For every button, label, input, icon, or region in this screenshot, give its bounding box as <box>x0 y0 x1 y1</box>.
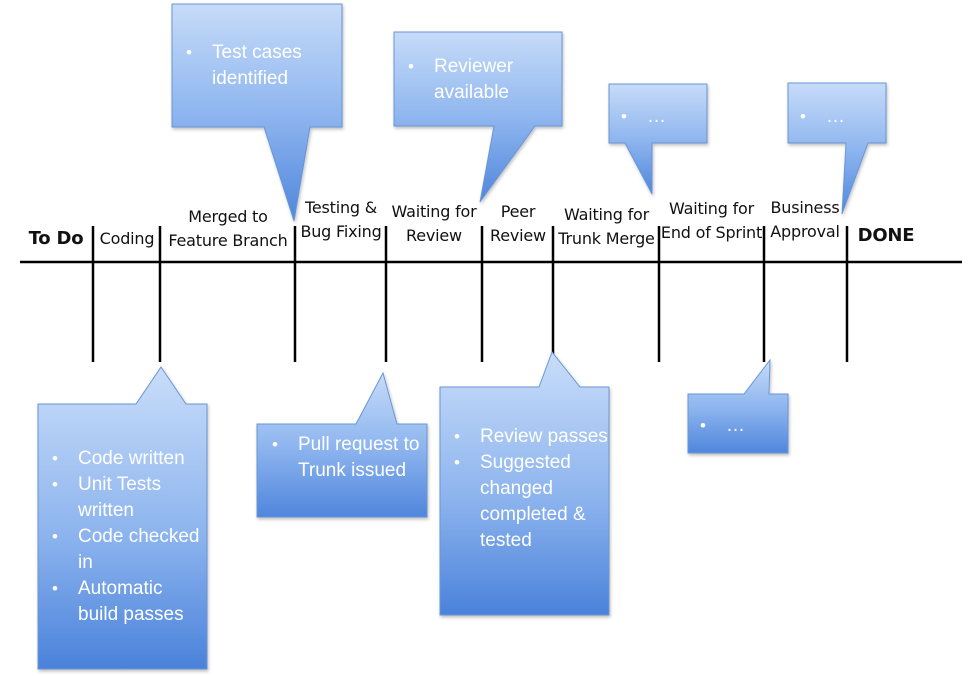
callout-trunk-merge: … <box>611 104 701 130</box>
callout-business-approval: … <box>790 104 880 130</box>
stage-waiting-review-line-1: Waiting for <box>391 202 477 221</box>
callout-coding-item-4: Automatic build passes <box>42 576 206 628</box>
callout-reviewer: Reviewer available <box>398 54 558 106</box>
stage-waiting-review-line-2: Review <box>406 226 462 245</box>
callout-shape-business-approval <box>787 82 887 215</box>
stage-coding: Coding <box>94 227 160 251</box>
stage-peer-review: Peer Review <box>483 200 553 248</box>
callout-coding-item-1: Code written <box>42 446 206 472</box>
stage-business-line-1: Business <box>770 198 840 217</box>
callout-review-item-2: Suggested changed completed & tested <box>444 450 608 554</box>
stage-peer-review-line-2: Review <box>490 226 546 245</box>
stage-waiting-sprint: Waiting for End of Sprint <box>658 197 765 245</box>
callout-pull-request: Pull request to Trunk issued <box>262 432 424 484</box>
stage-waiting-trunk-line-2: Trunk Merge <box>558 229 655 248</box>
stage-done-line-1: DONE <box>857 225 915 246</box>
callout-coding-item-2: Unit Tests written <box>42 472 206 524</box>
stage-peer-review-line-1: Peer <box>500 202 536 221</box>
stage-testing: Testing & Bug Fixing <box>296 196 386 244</box>
stage-merged-line-1: Merged to <box>188 207 268 226</box>
callout-test-cases: Test cases identified <box>176 40 336 92</box>
stage-merged: Merged to Feature Branch <box>158 205 298 253</box>
callout-end-of-sprint: … <box>690 413 786 439</box>
callout-trunk-merge-item-1: … <box>611 104 701 130</box>
stage-dividers <box>91 226 849 362</box>
stage-waiting-review: Waiting for Review <box>386 200 482 248</box>
callout-pull-request-item-1: Pull request to Trunk issued <box>262 432 424 484</box>
stage-done: DONE <box>848 224 924 248</box>
stage-waiting-trunk-line-1: Waiting for <box>564 205 649 224</box>
callout-review: Review passes Suggested changed complete… <box>444 424 608 554</box>
stage-waiting-sprint-line-2: End of Sprint <box>660 223 763 242</box>
stage-business-line-2: Approval <box>770 222 840 241</box>
stage-todo: To Do <box>20 227 92 251</box>
stage-waiting-sprint-line-1: Waiting for <box>669 199 754 218</box>
callout-reviewer-item-1: Reviewer available <box>398 54 558 106</box>
callout-business-approval-item-1: … <box>790 104 880 130</box>
callout-coding: Code written Unit Tests written Code che… <box>42 446 206 628</box>
stage-business: Business Approval <box>763 196 847 244</box>
stage-testing-line-1: Testing & <box>304 198 377 217</box>
callout-shape-test-cases <box>171 3 343 222</box>
callout-shape-trunk-merge <box>608 83 708 195</box>
stage-merged-line-2: Feature Branch <box>168 231 288 250</box>
stage-coding-line-1: Coding <box>99 229 155 248</box>
callout-test-cases-item-1: Test cases identified <box>176 40 336 92</box>
callout-coding-item-3: Code checked in <box>42 524 206 576</box>
stage-todo-line-1: To Do <box>28 228 84 249</box>
callout-shape-end-of-sprint <box>687 358 789 454</box>
callout-end-of-sprint-item-1: … <box>690 413 786 439</box>
stage-testing-line-2: Bug Fixing <box>300 222 382 241</box>
stage-waiting-trunk: Waiting for Trunk Merge <box>554 203 659 251</box>
callout-review-item-1: Review passes <box>444 424 608 450</box>
